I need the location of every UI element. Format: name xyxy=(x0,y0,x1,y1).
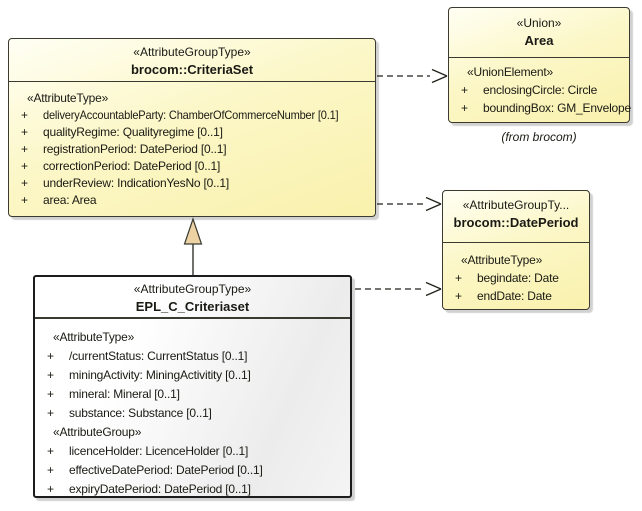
attribute-row: + enclosingCircle: Circle xyxy=(449,81,629,99)
stereotype-label: «AttributeGroupType» xyxy=(133,282,252,296)
group-label: «UnionElement» xyxy=(467,65,553,79)
attribute-text: deliveryAccountableParty: ChamberOfComme… xyxy=(43,108,339,122)
attribute-compartment: «AttributeType» + deliveryAccountablePart… xyxy=(9,82,375,209)
generalization-arrow-epl-to-criteriaset[interactable] xyxy=(183,217,203,275)
attribute-text: mineral: Mineral [0..1] xyxy=(69,387,180,401)
attribute-compartment: «AttributeType» + begindate: Date + endDat… xyxy=(443,243,589,305)
visibility-plus: + xyxy=(21,108,29,122)
attribute-text: area: Area xyxy=(43,193,97,207)
attribute-text: boundingBox: GM_Envelope xyxy=(483,101,631,115)
attribute-compartment: «UnionElement» +enclosingCircle: Circle … xyxy=(449,58,631,117)
visibility-plus: + xyxy=(47,368,55,382)
dependency-arrow-epl-to-dateperiod[interactable] xyxy=(355,281,442,297)
attribute-text: begindate: Date xyxy=(477,271,559,285)
visibility-plus: + xyxy=(47,387,55,401)
attribute-row: + mineral: Mineral [0..1] xyxy=(35,385,350,404)
attribute-compartment: «AttributeType» + /currentStatus: Current… xyxy=(35,319,350,499)
attribute-text: correctionPeriod: DatePeriod [0..1] xyxy=(43,159,221,173)
group-label: «AttributeType» xyxy=(461,253,543,267)
visibility-plus: + xyxy=(47,444,55,458)
dependency-arrow-criteriaset-to-dateperiod[interactable] xyxy=(377,196,442,212)
attribute-row: + /currentStatus: CurrentStatus [0..1] xyxy=(35,347,350,366)
attribute-row: + substance: Substance [0..1] xyxy=(35,404,350,423)
visibility-plus: + xyxy=(47,482,55,496)
visibility-plus: + xyxy=(47,349,55,363)
attribute-row: + expiryDatePeriod: DatePeriod [0..1] xyxy=(35,480,350,499)
stereotype-label: «AttributeGroupType» xyxy=(133,45,251,59)
class-header: «Union» Area xyxy=(449,8,629,58)
dependency-arrow-criteriaset-to-area[interactable] xyxy=(377,68,448,84)
attribute-row: + effectiveDatePeriod: DatePeriod [0..1] xyxy=(35,461,350,480)
stereotype-group-row: «AttributeGroup» xyxy=(35,423,350,442)
attribute-text: /currentStatus: CurrentStatus [0..1] xyxy=(69,349,248,363)
stereotype-label: «Union» xyxy=(516,16,562,30)
attribute-text: enclosingCircle: Circle xyxy=(483,83,598,97)
attribute-row: + endDate: Date xyxy=(443,287,589,305)
visibility-plus: + xyxy=(47,406,55,420)
attribute-text: registrationPeriod: DatePeriod [0..1] xyxy=(43,142,227,156)
class-name-label: brocom::CriteriaSet xyxy=(130,62,254,77)
class-header: «AttributeGroupType» brocom::CriteriaSet xyxy=(9,39,375,82)
class-name-label: EPL_C_Criteriaset xyxy=(135,299,250,314)
attribute-text: licenceHolder: LicenceHolder [0..1] xyxy=(69,444,249,458)
attribute-row: + registrationPeriod: DatePeriod [0..1] xyxy=(9,141,375,158)
attribute-row: + boundingBox: GM_Envelope xyxy=(449,99,631,117)
attribute-row: + qualityRegime: Qualityregime [0..1] xyxy=(9,124,375,141)
visibility-plus: + xyxy=(21,159,29,173)
group-label: «AttributeType» xyxy=(53,330,135,344)
stereotype-label: «AttributeGroupTy... xyxy=(462,198,570,212)
visibility-plus: + xyxy=(21,125,29,139)
attribute-text: qualityRegime: Qualityregime [0..1] xyxy=(43,125,223,139)
class-box-brocom-dateperiod[interactable]: «AttributeGroupTy... brocom::DatePeriod … xyxy=(442,190,590,310)
generalization-triangle xyxy=(183,217,203,245)
attribute-text: underReview: IndicationYesNo [0..1] xyxy=(43,176,230,190)
attribute-row: + begindate: Date xyxy=(443,269,589,287)
attribute-text: expiryDatePeriod: DatePeriod [0..1] xyxy=(69,482,251,496)
stereotype-group-row: «AttributeType» xyxy=(35,328,350,347)
class-header: «AttributeGroupType» EPL_C_Criteriaset xyxy=(35,277,350,319)
class-header: «AttributeGroupTy... brocom::DatePeriod xyxy=(443,191,589,243)
visibility-plus: + xyxy=(455,289,463,303)
visibility-plus: + xyxy=(461,83,469,97)
attribute-row: + deliveryAccountableParty: ChamberOfComm… xyxy=(9,107,375,124)
group-label: «AttributeGroup» xyxy=(53,425,142,439)
attribute-row: + licenceHolder: LicenceHolder [0..1] xyxy=(35,442,350,461)
attribute-text: effectiveDatePeriod: DatePeriod [0..1] xyxy=(69,463,263,477)
attribute-text: miningActivity: MiningActivitity [0..1] xyxy=(69,368,251,382)
attribute-row: + correctionPeriod: DatePeriod [0..1] xyxy=(9,158,375,175)
class-box-epl-c-criteriaset[interactable]: «AttributeGroupType» EPL_C_Criteriaset «… xyxy=(33,275,352,498)
visibility-plus: + xyxy=(455,271,463,285)
attribute-row: + underReview: IndicationYesNo [0..1] xyxy=(9,175,375,192)
attribute-row: + area: Area xyxy=(9,192,375,209)
class-name-label: Area xyxy=(524,33,554,48)
visibility-plus: + xyxy=(21,142,29,156)
visibility-plus: + xyxy=(21,193,29,207)
visibility-plus: + xyxy=(461,101,469,115)
class-box-brocom-criteriaset[interactable]: «AttributeGroupType» brocom::CriteriaSet… xyxy=(8,38,376,217)
stereotype-group-row: «UnionElement» xyxy=(449,63,629,81)
class-box-area-union[interactable]: «Union» Area «UnionElement» + enclosingCi… xyxy=(448,7,631,123)
stereotype-group-row: «AttributeType» xyxy=(9,90,375,107)
stereotype-group-row: «AttributeType» xyxy=(443,251,589,269)
attribute-text: substance: Substance [0..1] xyxy=(69,406,212,420)
attribute-text: endDate: Date xyxy=(477,289,552,303)
from-package-note: (from brocom) xyxy=(501,130,577,144)
attribute-row: + miningActivity: MiningActivitity [0..1] xyxy=(35,366,350,385)
visibility-plus: + xyxy=(21,176,29,190)
group-label: «AttributeType» xyxy=(27,91,109,105)
class-name-label: brocom::DatePeriod xyxy=(453,215,579,230)
visibility-plus: + xyxy=(47,463,55,477)
